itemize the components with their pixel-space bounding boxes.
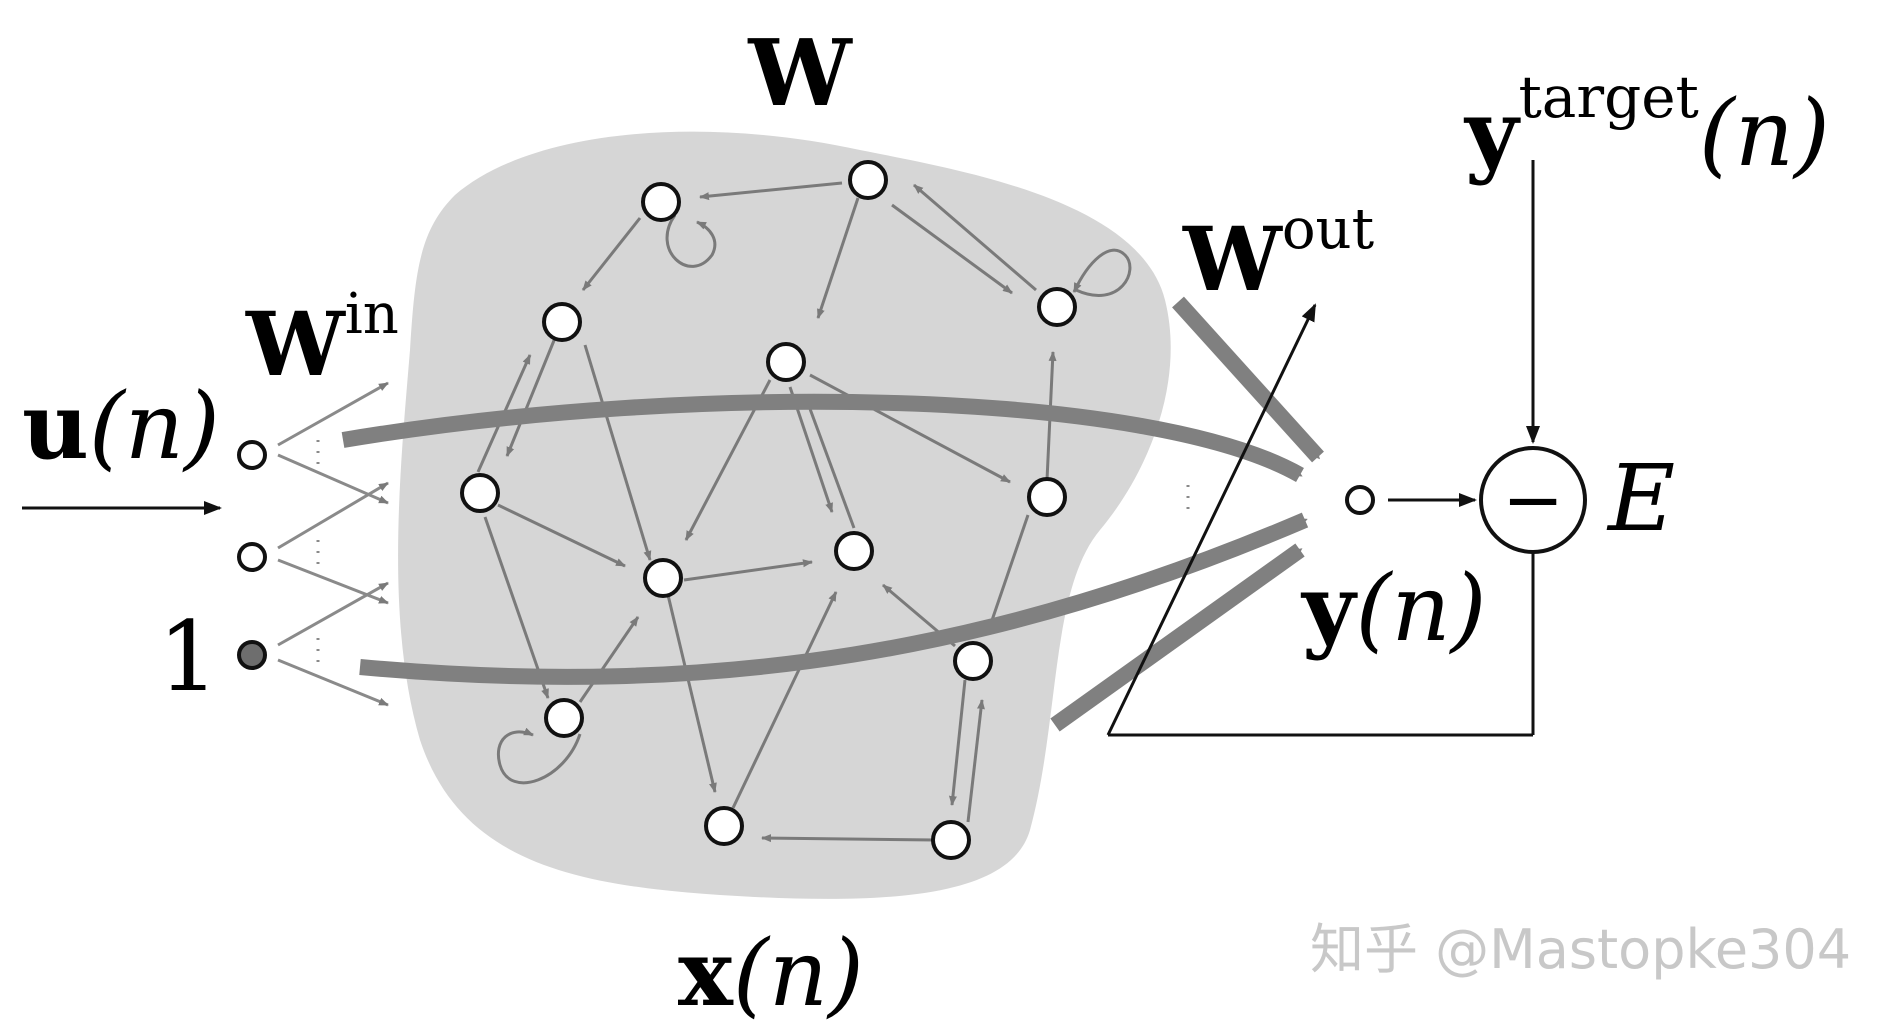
label-y-target: ytarget(n): [1463, 63, 1830, 187]
reservoir-node: [834, 531, 874, 571]
reservoir-node: [1027, 477, 1067, 517]
input-node-1: [237, 440, 267, 470]
input-node-2: [237, 542, 267, 572]
label-y: y(n): [1300, 554, 1487, 662]
reservoir-node: [544, 698, 584, 738]
adaptation-arrow: [1106, 303, 1317, 736]
reservoir-nodes: [460, 160, 1077, 860]
reservoir-node: [766, 342, 806, 382]
label-W: W: [747, 19, 853, 127]
reservoir-node: [1037, 287, 1077, 327]
label-u: u(n): [22, 372, 220, 480]
readout-path: [1106, 160, 1587, 737]
label-W-in: Win: [245, 282, 399, 396]
reservoir-node: [542, 302, 582, 342]
label-x: x(n): [678, 919, 864, 1027]
watermark: 知乎 @Mastopke304: [1310, 918, 1851, 981]
reservoir-node: [953, 641, 993, 681]
label-bias-one: 1: [158, 601, 219, 713]
reservoir-node: [848, 160, 888, 200]
output-connections: [341, 296, 1324, 732]
input-layer: [237, 381, 389, 707]
label-E: E: [1606, 445, 1675, 552]
reservoir-edges: [476, 181, 1132, 843]
reservoir-node: [460, 473, 500, 513]
subtract-node: [1479, 446, 1587, 554]
reservoir-node: [704, 806, 744, 846]
output-node: [1345, 485, 1375, 515]
reservoir-node: [643, 558, 683, 598]
reservoir-node: [931, 820, 971, 860]
bias-node: [237, 640, 267, 670]
reservoir-node: [641, 182, 681, 222]
label-W-out: Wout: [1182, 197, 1375, 311]
minus-sign: −: [1502, 457, 1564, 543]
